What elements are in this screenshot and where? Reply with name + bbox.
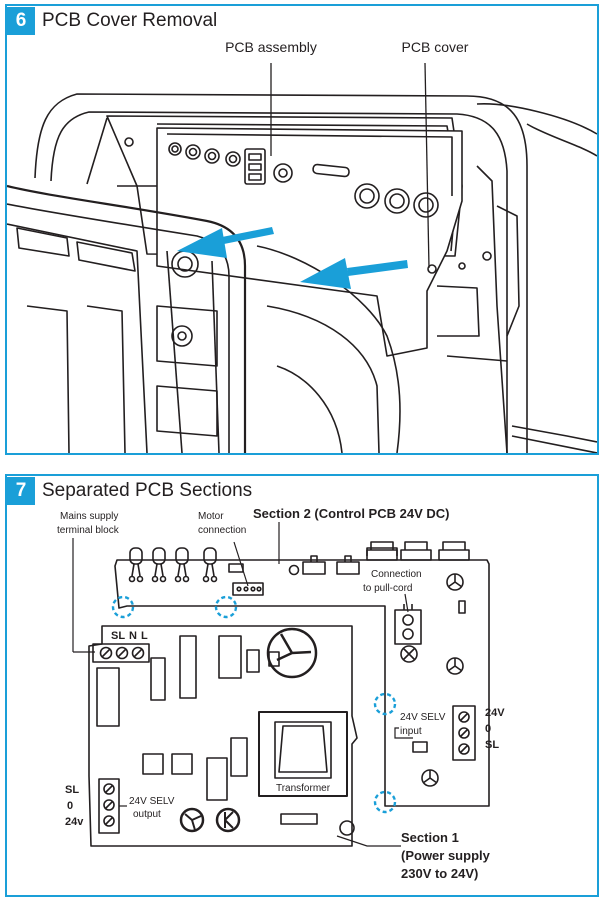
panel-header: 6 PCB Cover Removal (7, 6, 217, 36)
label-transformer: Transformer (276, 783, 331, 794)
label-mains-1: Mains supply (60, 511, 118, 522)
panel-title: PCB Cover Removal (42, 10, 218, 31)
label-pullcord-2: to pull-cord (363, 583, 412, 594)
label-mains-2: terminal block (57, 525, 120, 536)
removal-arrow-right (300, 258, 408, 289)
left-terminal-0: 0 (67, 800, 73, 812)
label-selv-output-2: output (133, 809, 161, 820)
panel-title: Separated PCB Sections (42, 480, 253, 501)
leader-pcb-cover (424, 62, 430, 269)
label-section1-2: (Power supply (401, 848, 491, 863)
resistor (228, 563, 244, 573)
right-terminal-0: 0 (485, 723, 491, 735)
label-pcb-assembly: PCB assembly (225, 39, 317, 55)
panel-header: 7 Separated PCB Sections (7, 476, 252, 506)
right-terminal-24v: 24V (485, 707, 505, 719)
section2-board-outline (114, 559, 490, 807)
step-number: 7 (7, 477, 35, 505)
section1-board-outline (88, 625, 358, 847)
leader-motor (233, 541, 249, 587)
terminal-label-n: N (129, 630, 137, 642)
label-motor-2: connection (198, 525, 246, 536)
label-selv-output-1: 24V SELV (129, 796, 175, 807)
pcb-cover-illustration: PCB assembly PCB cover (7, 39, 597, 453)
label-motor-1: Motor (198, 511, 224, 522)
right-terminal-sl: SL (485, 739, 499, 751)
step-number: 6 (7, 7, 35, 35)
label-selv-input-2: input (400, 726, 422, 737)
separation-point-3 (373, 692, 397, 716)
left-terminal-24v: 24v (65, 816, 84, 828)
selv-input-terminal (452, 705, 476, 761)
terminal-label-sl: SL (111, 630, 125, 642)
transformer (258, 711, 348, 797)
front-frame (7, 184, 247, 453)
separation-point-4 (373, 790, 397, 814)
motor-connector (232, 582, 264, 596)
pcb-cover-plate (156, 127, 463, 357)
pcb-sections-diagram: Mains supply terminal block Motor connec… (57, 506, 505, 881)
terminal-label-l: L (141, 630, 148, 642)
label-selv-input-1: 24V SELV (400, 712, 446, 723)
panel-separated-pcb-sections: 7 Separated PCB Sections (5, 474, 599, 897)
separation-point-2 (214, 595, 238, 619)
label-section2: Section 2 (Control PCB 24V DC) (253, 506, 449, 521)
label-section1-1: Section 1 (401, 830, 459, 845)
leader-selv-input (394, 727, 413, 739)
component-block (96, 667, 120, 727)
label-pullcord-1: Connection (371, 569, 422, 580)
leader-section1 (336, 835, 401, 847)
label-section1-3: 230V to 24V) (401, 866, 478, 881)
label-pcb-cover: PCB cover (402, 39, 469, 55)
removal-arrow-left (177, 227, 274, 258)
housing-inner-rim (50, 111, 508, 453)
separation-point-1 (111, 595, 135, 619)
left-terminal-sl: SL (65, 784, 79, 796)
panel-pcb-cover-removal: 6 PCB Cover Removal (5, 4, 599, 455)
housing-outline (34, 93, 528, 453)
large-capacitor (266, 627, 318, 679)
mains-terminal-block (92, 643, 150, 663)
leader-pullcord (404, 593, 409, 613)
